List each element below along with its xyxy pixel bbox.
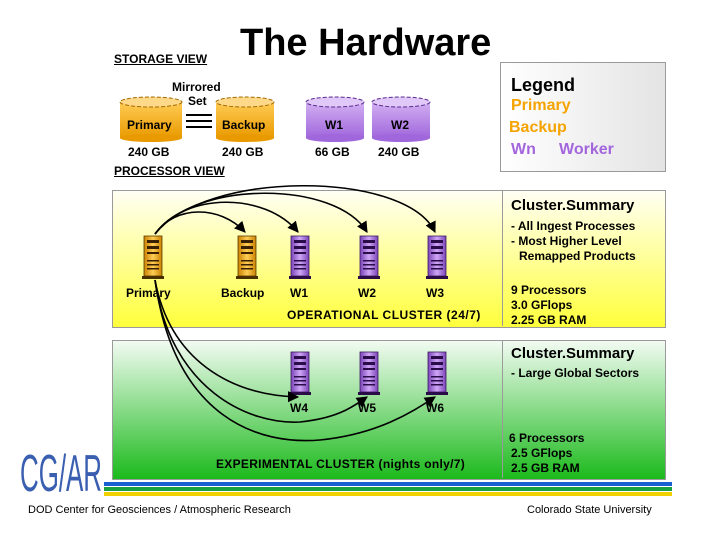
- tower-w6: [425, 351, 449, 396]
- operational-summary-title: Cluster.Summary: [511, 197, 635, 214]
- tower-w4: [288, 351, 312, 396]
- operational-summary-item: - Most Higher Level: [511, 234, 622, 248]
- operational-summary-item: - All Ingest Processes: [511, 219, 636, 233]
- experimental-cluster-panel: [112, 340, 666, 480]
- operational-cluster-label: OPERATIONAL CLUSTER (24/7): [287, 308, 481, 322]
- disk-w2: [371, 96, 431, 142]
- footer-right-text: Colorado State University: [527, 504, 652, 516]
- disk-backup: [215, 96, 275, 142]
- experimental-summary-item: - Large Global Sectors: [511, 366, 640, 380]
- node-backup-label: Backup: [221, 286, 265, 300]
- cgar-logo-text: CG/AR: [20, 445, 102, 496]
- disk-primary-label: Primary: [127, 118, 172, 132]
- tower-w1: [288, 235, 312, 280]
- disk-w2-size: 240 GB: [378, 145, 420, 159]
- footer-left-text: DOD Center for Geosciences / Atmospheric…: [28, 504, 291, 516]
- experimental-summary-box: Cluster.Summary - Large Global Sectors 6…: [502, 341, 665, 478]
- disk-w2-label: W2: [391, 118, 409, 132]
- mirror-equivalence-icon: [186, 114, 212, 128]
- node-w6-label: W6: [426, 401, 444, 415]
- experimental-spec: 2.5 GB RAM: [511, 461, 580, 475]
- mirrored-label: Mirrored: [172, 80, 221, 94]
- node-w5-label: W5: [358, 401, 376, 415]
- experimental-spec: 6 Processors: [509, 431, 585, 445]
- operational-spec: 2.25 GB RAM: [511, 313, 587, 327]
- legend-primary: Primary: [511, 97, 571, 114]
- cgar-logo: CG/AR: [20, 445, 102, 496]
- disk-primary-size: 240 GB: [128, 145, 170, 159]
- legend-box: Legend Primary Backup Wn Worker: [500, 62, 666, 172]
- node-w1-label: W1: [290, 286, 308, 300]
- node-primary-label: Primary: [126, 286, 171, 300]
- page-title: The Hardware: [240, 22, 492, 64]
- footer-stripe-green: [104, 487, 672, 491]
- legend-title: Legend: [511, 75, 576, 95]
- set-label: Set: [188, 94, 207, 108]
- disk-backup-label: Backup: [222, 118, 266, 132]
- node-w2-label: W2: [358, 286, 376, 300]
- experimental-spec: 2.5 GFlops: [511, 446, 573, 460]
- tower-w2: [357, 235, 381, 280]
- tower-w3: [425, 235, 449, 280]
- experimental-summary-title: Cluster.Summary: [511, 345, 635, 362]
- footer-stripe-yellow: [104, 492, 672, 496]
- operational-spec: 9 Processors: [511, 283, 587, 297]
- operational-summary-box: Cluster.Summary - All Ingest Processes -…: [502, 191, 665, 327]
- legend-worker: Worker: [559, 141, 614, 158]
- disk-w1-label: W1: [325, 118, 343, 132]
- operational-spec: 3.0 GFlops: [511, 298, 573, 312]
- disk-w1: [305, 96, 365, 142]
- tower-primary: [141, 235, 165, 280]
- node-w4-label: W4: [290, 401, 308, 415]
- footer-stripe-blue: [104, 482, 672, 486]
- distribution-arrows: [154, 185, 436, 442]
- legend-backup: Backup: [509, 119, 567, 136]
- disk-w1-size: 66 GB: [315, 145, 350, 159]
- storage-diagram: [119, 96, 431, 142]
- node-w3-label: W3: [426, 286, 444, 300]
- legend-wn: Wn: [511, 141, 536, 158]
- disk-backup-size: 240 GB: [222, 145, 264, 159]
- tower-backup: [235, 235, 259, 280]
- storage-view-label: STORAGE VIEW: [114, 52, 208, 66]
- experimental-cluster-label: EXPERIMENTAL CLUSTER (nights only/7): [216, 457, 466, 471]
- tower-w5: [357, 351, 381, 396]
- processor-view-label: PROCESSOR VIEW: [114, 164, 225, 178]
- disk-primary: [119, 96, 183, 142]
- operational-summary-item: Remapped Products: [519, 249, 636, 263]
